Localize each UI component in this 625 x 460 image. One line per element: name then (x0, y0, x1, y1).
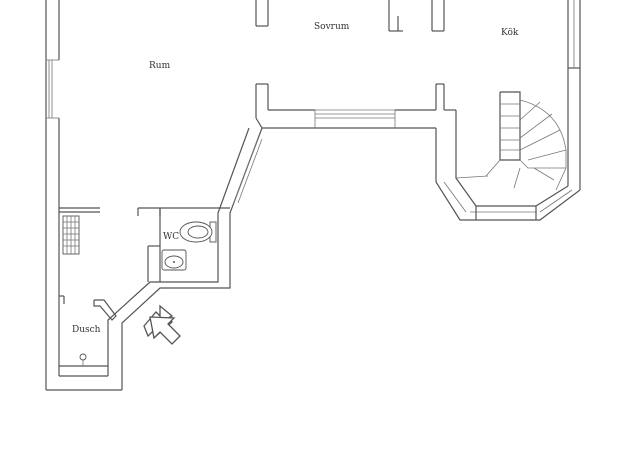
sink-icon (161, 249, 187, 271)
dusch-door (93, 299, 117, 321)
room-label-wc: WC (163, 232, 179, 242)
entrance-arrow-outline (149, 316, 181, 345)
dusch-area (59, 295, 117, 367)
bay-inner-wall (455, 110, 569, 207)
radiator-icon (62, 215, 80, 255)
kitchen-bay (435, 0, 581, 221)
top-walls (255, 0, 456, 129)
outer-walls (45, 0, 436, 391)
corridor-window (233, 137, 259, 203)
room-label-sovrum: Sovrum (314, 22, 350, 32)
entrance-corridor-inner-wall (107, 127, 250, 376)
room-label-dusch: Dusch (72, 325, 101, 335)
toilet-icon (179, 221, 217, 243)
staircase-icon (455, 91, 567, 191)
wc-area (59, 207, 230, 282)
bay-outer-wall (435, 128, 581, 221)
room-label-rum: Rum (149, 61, 171, 71)
room-label-kok: Kök (501, 28, 519, 38)
shower-head-icon (79, 353, 87, 366)
